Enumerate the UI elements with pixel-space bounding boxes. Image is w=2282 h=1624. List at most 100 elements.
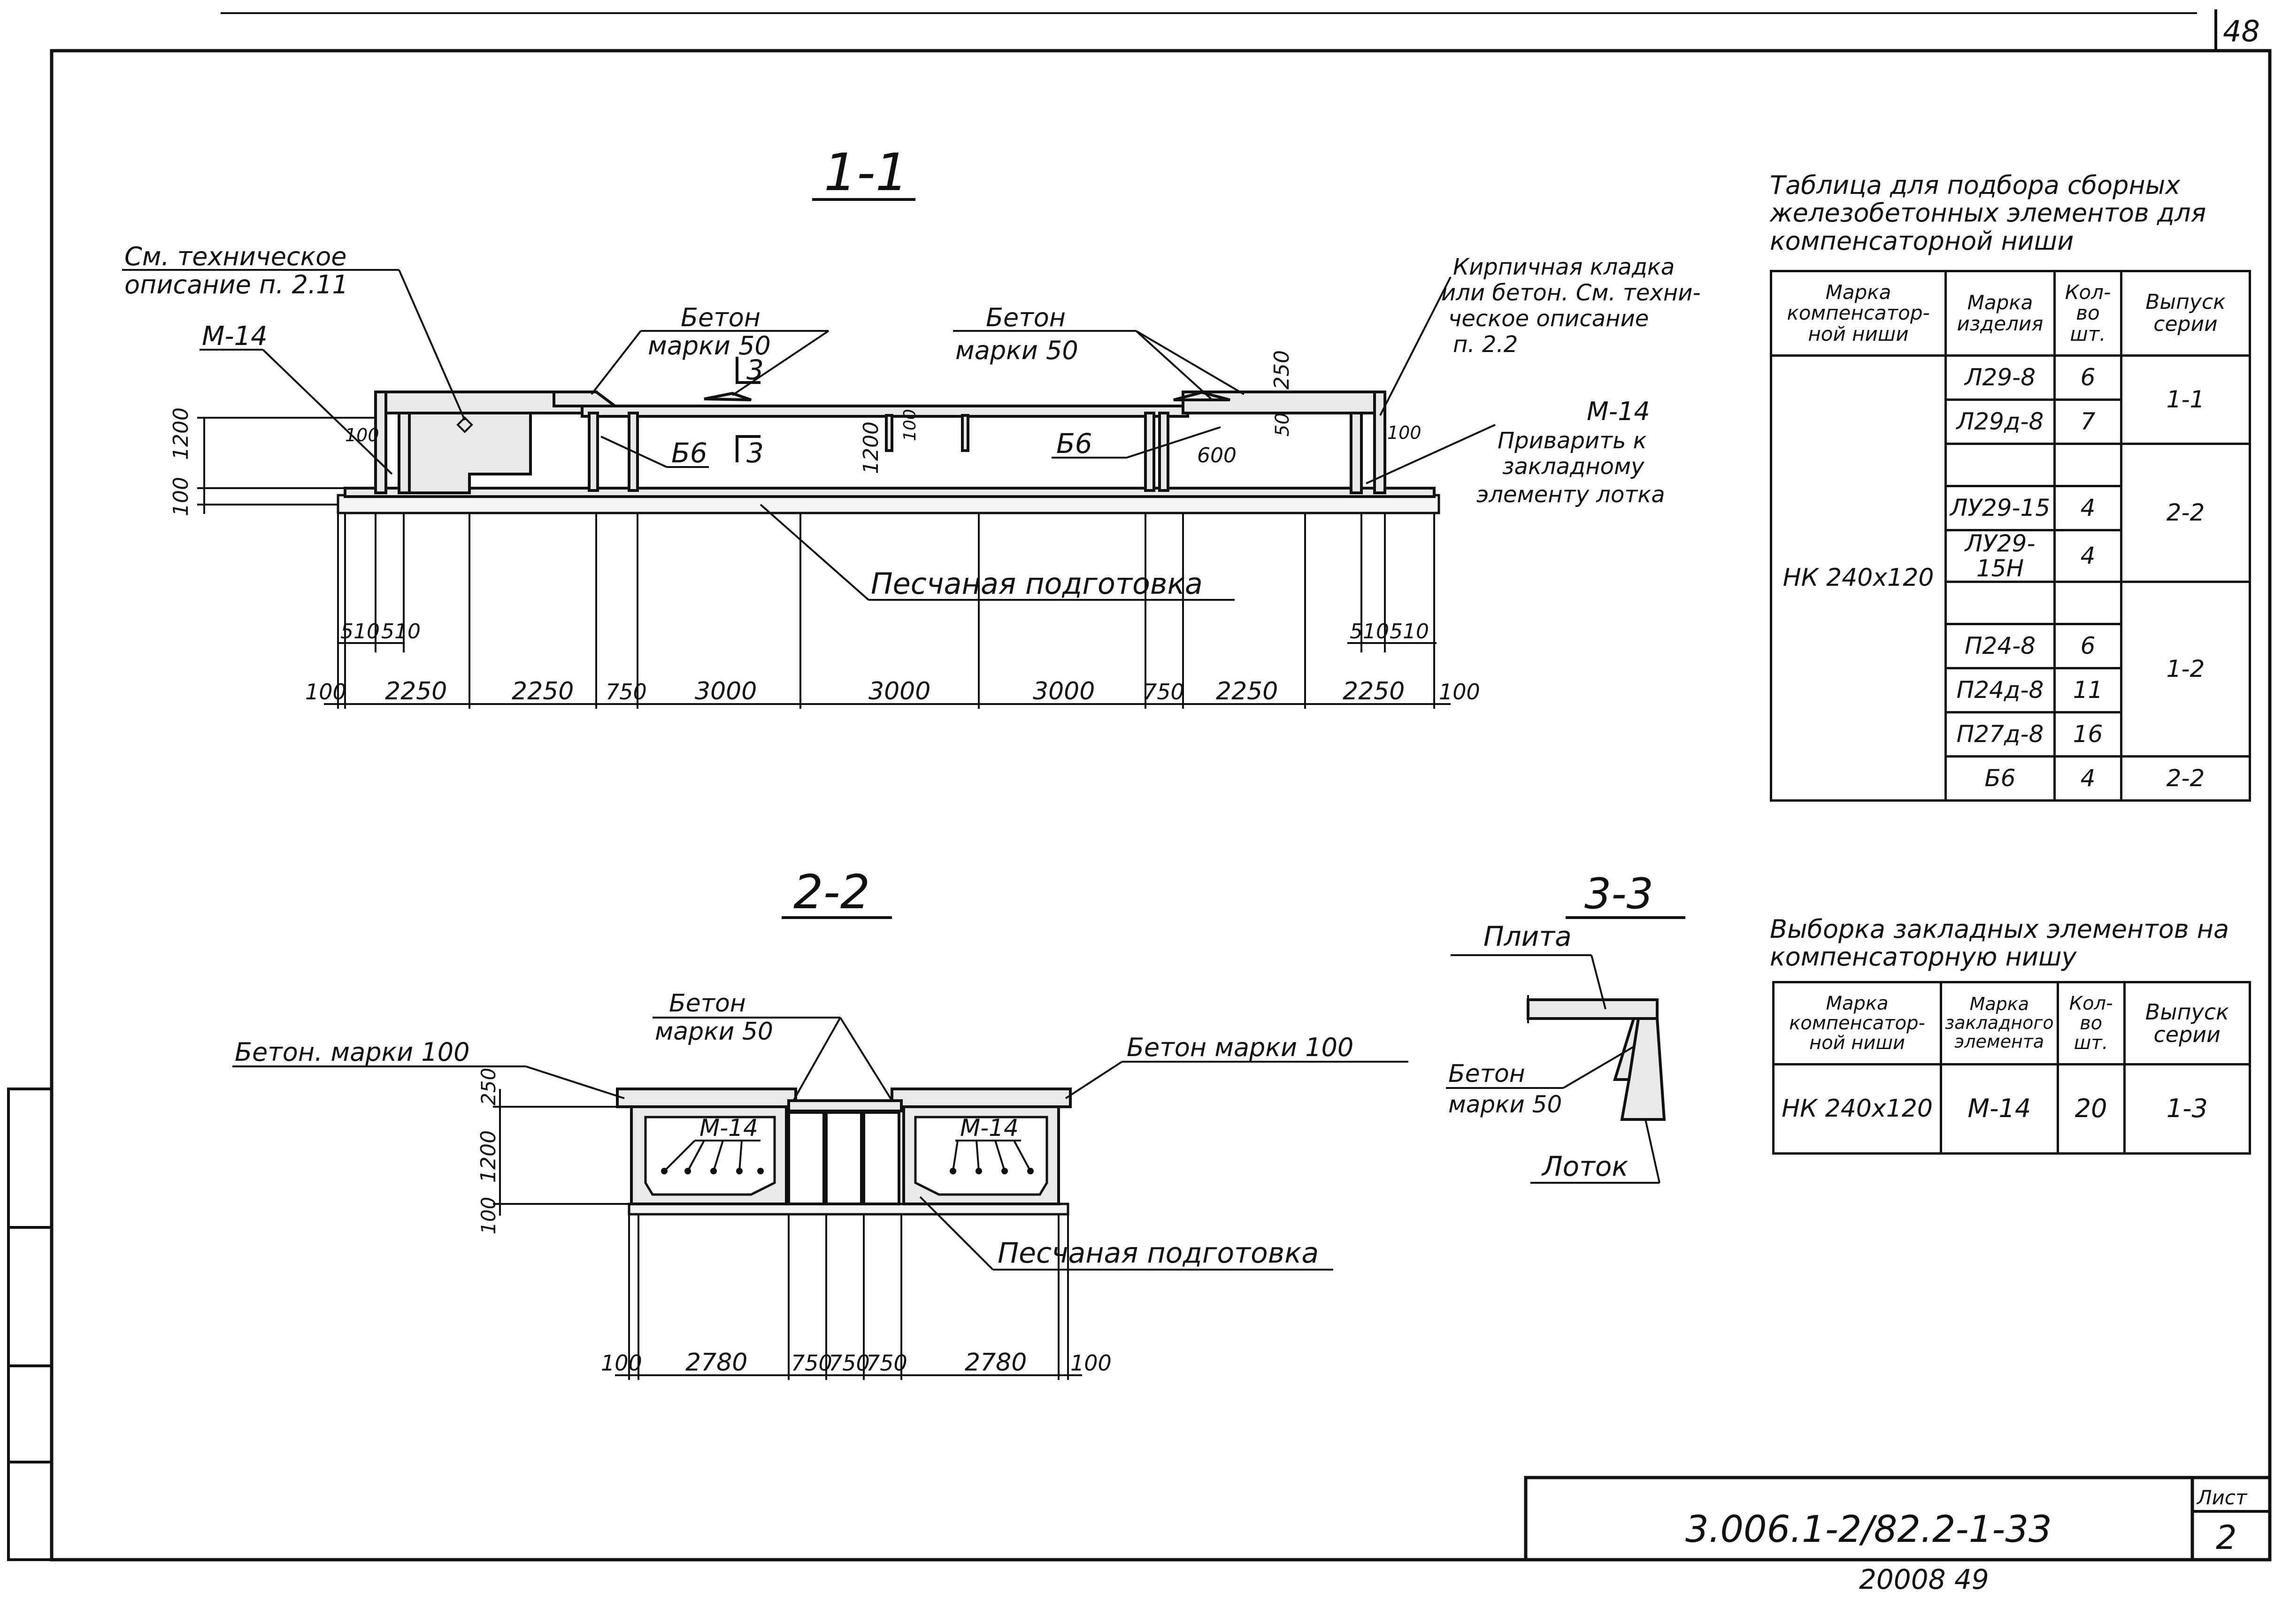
s11-cut-mark-top: 3 [746,354,764,386]
s11-dim-3000-b: 3000 [868,677,930,705]
s11-bottom-slab [344,487,1436,498]
s11-leader-concrete-mid [1135,330,1245,395]
table-1-item: Л29-8 [1944,354,2056,401]
s11-dim-100-right: 100 [1439,679,1480,705]
s11-dim-750-a: 750 [606,679,647,705]
s11-niche-left [408,412,532,494]
s11-note-tech-desc-2: описание п. 2.11 [124,270,348,299]
s22-vdim-250: 250 [477,1068,500,1105]
table-1-qty: 11 [2053,667,2122,713]
s11-dim-510-d: 510 [1390,620,1429,643]
s22-extension-lines [628,1214,1069,1380]
table-1-qty: 16 [2053,711,2122,758]
s11-wedge-1 [553,391,619,407]
s22-note-concrete-right: Бетон марки 100 [1127,1033,1353,1062]
s11-vdim-100-right: 100 [1387,422,1421,443]
s33-slab [1527,998,1659,1020]
s22-cell-2 [825,1111,863,1205]
s11-dim-510-b: 510 [381,620,421,643]
table-1-title: Таблица для подбора сборных железобетонн… [1770,170,2206,256]
table-1-series: 1-1 [2120,354,2251,445]
s11-note-weld-2: закладному [1502,453,1644,480]
s22-m14-b-leaders [952,1140,1031,1172]
s22-leader-concrete-top-a [792,1017,841,1101]
s11-dim-100-left: 100 [305,679,346,705]
s22-dim-750-a: 750 [791,1350,832,1376]
table-1-qty: 4 [2053,755,2122,802]
table-1-item: П27д-8 [1944,711,2056,758]
s11-wedge-3 [1173,391,1230,401]
s11-leader-sand [760,504,869,601]
s11-note-concrete-left-1: Бетон [681,303,761,332]
s11-dim-2250-b: 2250 [512,677,574,705]
table-2-qty: 20 [2056,1063,2126,1155]
title-block [1524,1476,2272,1562]
s22-vdim-100: 100 [477,1197,500,1234]
s22-note-sand: Песчаная подготовка [998,1237,1319,1270]
s22-note-concrete-top-1: Бетон [669,989,746,1018]
table-1-item: ЛУ29-15 [1944,485,2056,531]
s11-note-concrete-mid-bound: Бетон марки 50 [955,323,960,324]
bottom-stamp: 20008 49 [1859,1563,1989,1595]
s11-cut-arrow-top [736,357,761,384]
table-1-item: ЛУ29-15Н [1944,529,2056,583]
s11-wall-right-outer [1373,391,1386,494]
s11-dim-750-b: 750 [1143,679,1184,705]
s22-cell-1 [787,1111,825,1205]
s22-dim-2780-a: 2780 [685,1348,747,1377]
s11-note-weld-1: Приварить к [1498,428,1647,454]
s11-vdim-100-mid: 100 [900,409,920,441]
s11-wall-left-outer [374,391,387,494]
s11-note-weld-bound: Приварить к закладному элементу лотка [1498,436,1508,437]
s11-note-concrete-mid-1: Бетон [986,303,1066,332]
s11-note-concrete-left-bound: Бетон марки 50 [648,323,652,324]
table-1-header-item: Марка изделия [1944,270,2056,357]
s11-wedge-2 [704,391,752,401]
s11-note-concrete-left-2: марки 50 [648,331,771,360]
s11-wall-1 [588,412,599,492]
s11-note-brick-3: ческое описание [1448,306,1649,332]
s11-leader-weld [1366,424,1496,484]
s11-note-concrete-mid-2: марки 50 [955,336,1078,365]
binding-strip [7,1088,53,1561]
s11-dim-3000-c: 3000 [1033,677,1095,705]
table-2-niche: НК 240х120 [1772,1063,1942,1155]
table-2-title: Выборка закладных элементов на компенсат… [1770,914,2229,972]
table-1-item: Б6 [1944,755,2056,802]
s11-note-brick-1: Кирпичная кладка [1453,254,1675,280]
table-1-qty: 6 [2053,623,2122,669]
s33-leader-tray [1644,1119,1660,1183]
s11-b6-left-leader [600,436,667,468]
s11-note-tech-desc-bound: См. техническое описание п. 2.11 [124,253,133,254]
s11-sand-base [337,494,1440,514]
s11-note-m14-right: М-14 [1587,397,1650,426]
s22-top-slab-left [616,1088,797,1108]
s22-top-slab-right [891,1088,1072,1108]
table-2-header-series: Выпуск серии [2123,981,2251,1065]
table-1-header-niche: Марка компенсатор-ной ниши [1770,270,1947,357]
s11-vdim-1200-mid: 1200 [859,421,883,474]
s22-cell-3 [862,1111,900,1205]
s33-leader-slab [1590,955,1606,1010]
s33-note-slab: Плита [1483,920,1572,952]
section-3-3: 3-3 Плита Бетон марки 50 Бетон марки 50 … [1446,869,1685,1184]
table-1-qty: 6 [2053,354,2122,401]
table-2-header-item: Марка закладного элемента [1940,981,2059,1065]
s22-note-concrete-top-2: марки 50 [655,1018,773,1046]
s11-leader-concrete-left-2 [731,330,830,396]
table-1-item [1944,443,2056,487]
table-1-item: П24-8 [1944,623,2056,669]
section-2-2: 2-2 М-14 М-14 250 [232,865,1408,1380]
sheet-number: 2 [2216,1518,2237,1557]
section-1-1-title: 1-1 [824,142,908,202]
table-1-item: П24д-8 [1944,667,2056,713]
s11-leader-concrete-mid-2 [1135,330,1212,400]
s11-leader-tech [398,269,466,421]
table-2-item: М-14 [1940,1063,2059,1155]
s11-note-weld-3: элементу лотка [1476,482,1665,508]
s11-vdim-100-left: 100 [345,425,379,445]
drawing-code: 3.006.1-2/82.2-1-33 [1685,1509,2052,1551]
s22-dim-750-c: 750 [866,1350,907,1376]
s22-sand-base [628,1203,1069,1216]
table-2-header-niche: Марка компенсатор-ной ниши [1772,981,1942,1065]
